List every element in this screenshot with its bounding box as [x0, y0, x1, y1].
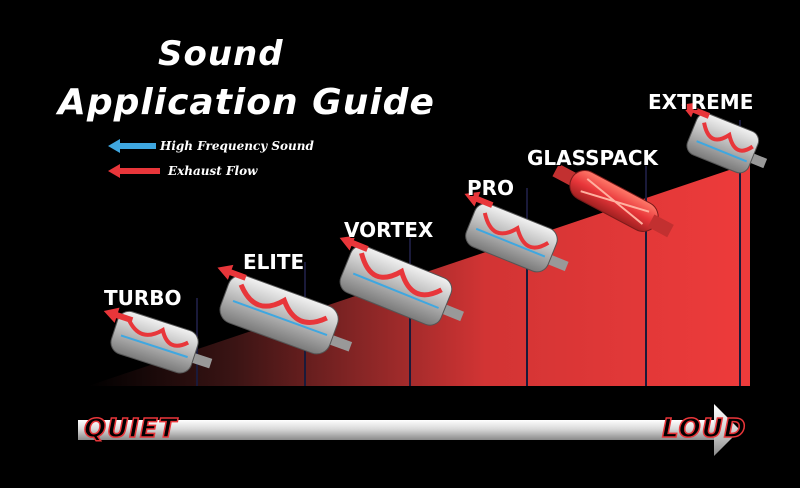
- legend-high-frequency-label: High Frequency Sound: [160, 139, 314, 153]
- extreme-muffler-illustration: [681, 102, 768, 174]
- product-label-extreme: EXTREME: [648, 90, 754, 114]
- elite-muffler-illustration: [217, 264, 353, 355]
- product-label-elite: ELITE: [243, 250, 305, 274]
- legend-exhaust-flow-label: Exhaust Flow: [168, 164, 258, 178]
- product-label-glasspack: GLASSPACK: [527, 146, 659, 170]
- pro-muffler-illustration: [464, 191, 569, 273]
- vortex-muffler-illustration: [339, 235, 464, 326]
- turbo-muffler-illustration: [103, 307, 213, 374]
- scale-label-quiet: QUIET: [83, 413, 178, 445]
- product-label-pro: PRO: [467, 176, 515, 200]
- legend-arrow-high-frequency: [108, 139, 156, 153]
- product-label-turbo: TURBO: [104, 286, 182, 310]
- product-label-vortex: VORTEX: [344, 218, 434, 242]
- scale-label-loud: LOUD: [661, 413, 747, 445]
- title-line-2: Application Guide: [58, 82, 435, 123]
- legend-arrow-exhaust: [108, 164, 160, 178]
- glasspack-muffler-illustration: [552, 163, 674, 238]
- quiet-loud-scale-bar: [78, 404, 740, 456]
- title-line-1: Sound: [158, 34, 284, 74]
